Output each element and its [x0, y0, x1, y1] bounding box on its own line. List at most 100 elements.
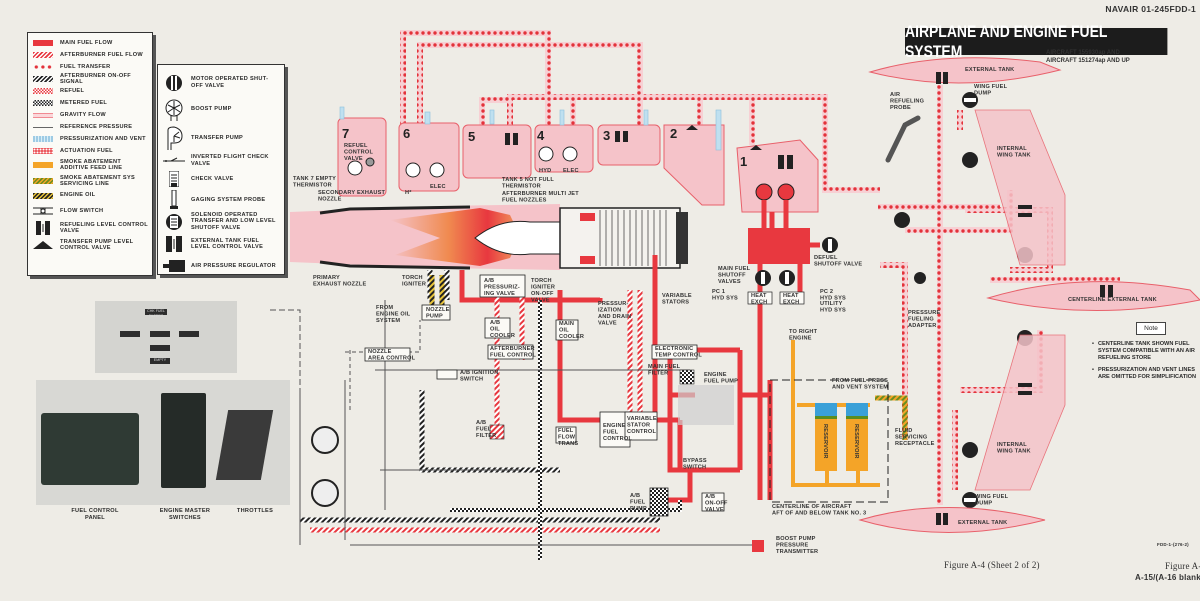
note-box: Note •CENTERLINE TANK SHOWN FUEL SYSTEM …: [1092, 322, 1200, 381]
air-pressure-regulator-icon: [163, 256, 185, 276]
level-control-valves: [505, 125, 793, 169]
ab-fuel-filter: [489, 424, 505, 440]
label-line: MAIN FUEL: [718, 266, 751, 272]
centerline-external-tank: [986, 281, 1200, 312]
label-line: BOOST PUMP: [776, 536, 816, 542]
legend-item-inverted-flight-check-valve: INVERTED FLIGHT CHECK VALVE: [163, 153, 280, 168]
label-line: VALVE: [705, 507, 724, 513]
label-line: WING FUEL: [974, 84, 1008, 90]
label-line: FILTER: [476, 433, 496, 439]
label-line: FROM: [376, 305, 393, 311]
legend-label: REFUELING LEVEL CONTROL VALVE: [60, 221, 148, 234]
ab-symbol-icon: [33, 52, 53, 59]
legend-label: MOTOR OPERATED SHUT-OFF VALVE: [191, 76, 269, 89]
fuel-control-panel-photo: [41, 413, 139, 485]
label-line: BYPASS: [683, 458, 707, 464]
tank-numbers: 7 6 5 4 3 2 1: [342, 126, 747, 169]
label-line: RECEPTACLE: [895, 441, 935, 447]
label-line: PRIMARY: [313, 275, 340, 281]
pump-label: ELEC: [430, 184, 446, 190]
legend-label: SMOKE ABATEMENT ADDITIVE FEED LINE: [60, 158, 123, 171]
tank-number: 4: [537, 128, 545, 143]
tank-3: [597, 124, 661, 166]
tank-number: 3: [603, 128, 610, 143]
legend-label: EXTERNAL TANK FUEL LEVEL CONTROL VALVE: [191, 237, 264, 250]
legend-item-ab: AFTERBURNER FUEL FLOW: [33, 49, 148, 61]
fuel-flow-transmitter: [555, 426, 577, 444]
variable-stator-control: [624, 411, 658, 441]
legend-label: AIR PRESSURE REGULATOR: [191, 262, 277, 269]
label-line: TEMP CONTROL: [655, 352, 702, 358]
label-line: IGNITER: [531, 284, 555, 290]
tank-2: [663, 124, 725, 206]
label-line: FUEL CONTROL: [490, 352, 536, 358]
next-figure-caption: Figure A-: [1165, 561, 1200, 571]
label-line: STATORS: [662, 299, 689, 305]
oil-symbol-icon: [33, 192, 53, 199]
label-line: FUEL: [603, 429, 619, 435]
throttles-photo: [215, 410, 274, 480]
boost-pump-icon: [777, 183, 795, 201]
label-line: EXTERNAL TANK: [958, 520, 1007, 526]
metered-fuel-lines: [450, 300, 682, 560]
label-line: RESERVOIR: [822, 424, 828, 459]
label-line: ING VALVE: [484, 291, 515, 297]
legend-item-gravity: GRAVITY FLOW: [33, 109, 148, 121]
label-line: TANK 7 EMPTY: [293, 176, 336, 182]
label-line: CENTERLINE OF AIRCRAFT: [772, 504, 852, 510]
label-line: ON-OFF: [531, 291, 554, 297]
check-valve-icon: [163, 169, 185, 189]
legend-item-metered: METERED FUEL: [33, 97, 148, 109]
engine-master-switches-photo: [161, 393, 206, 488]
legend-label: TRANSFER PUMP LEVEL CONTROL VALVE: [60, 238, 134, 251]
label-line: H*: [405, 190, 412, 196]
boost-pump-icon: [755, 183, 773, 201]
reference-pressure-lines: [270, 300, 760, 546]
label-line: COOLER: [559, 334, 584, 340]
label-line: AND VENT SYSTEM: [832, 384, 888, 390]
cockpit-controls-photos: [36, 380, 290, 505]
component-boxes: [364, 274, 725, 517]
valve-bars: [761, 98, 976, 502]
label-line: ADAPTER: [908, 323, 936, 329]
legend-label: AFTERBURNER FUEL FLOW: [60, 51, 143, 58]
label-line: AND DRAIN: [598, 314, 631, 320]
reservoirs: [815, 403, 868, 471]
engine-oil-lines: [429, 275, 445, 305]
transfer-pump-icon: [562, 146, 578, 162]
label-line: ELEC: [430, 184, 446, 190]
legend-label: FUEL TRANSFER: [60, 63, 111, 70]
gauges: [311, 426, 339, 507]
label-line: TORCH: [402, 275, 423, 281]
legend-item-smoke: SMOKE ABATEMENT ADDITIVE FEED LINE: [33, 157, 148, 173]
flow-switch-symbol-icon: [33, 207, 53, 215]
legend-label: TRANSFER PUMP: [191, 134, 244, 141]
centerline-external-tank-label: CENTERLINE EXTERNAL TANK: [1068, 297, 1157, 303]
afterburner-flame: [390, 208, 520, 266]
legend-label: GRAVITY FLOW: [60, 111, 106, 118]
boost-pump-pressure-transmitter: [752, 540, 764, 552]
smoke-servicing-line: [875, 395, 908, 440]
legend-item-solenoid-valve: SOLENOID OPERATED TRANSFER AND LOW LEVEL…: [163, 210, 280, 233]
pump-label: ELEC: [563, 168, 579, 174]
label-line: PUMP: [630, 506, 647, 512]
label-line: TRANSMITTER: [776, 549, 818, 555]
label-line: AFTERBURNER MULTI JET: [502, 191, 579, 197]
label-line: TRANS: [558, 441, 578, 447]
